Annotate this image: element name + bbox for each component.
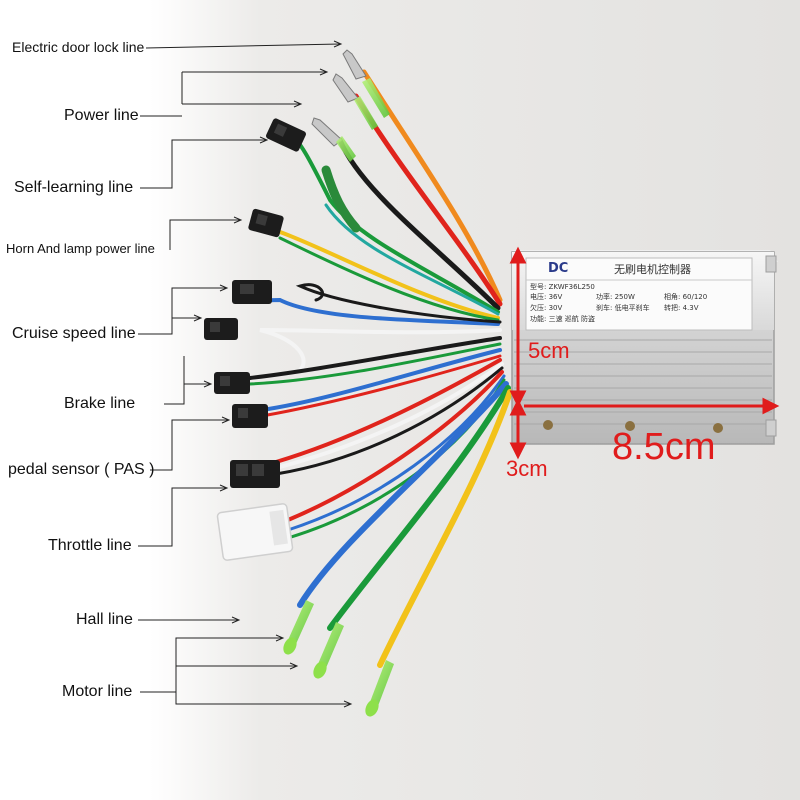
- hall-connector: [216, 503, 294, 561]
- self-learning-leader: [140, 139, 266, 189]
- throttle-wire-red: [274, 358, 502, 464]
- door-lock-wire: [361, 69, 503, 303]
- power-terminal-red: [332, 73, 378, 130]
- connectors: [204, 49, 394, 717]
- nameplate-voltage: 电压: 36V: [530, 293, 563, 301]
- throttle-wire-black: [274, 366, 504, 476]
- hall-connector-wire-blue: [286, 374, 506, 532]
- cruise-leader: [138, 287, 226, 335]
- screw: [713, 423, 723, 433]
- horn-wire-yellow: [278, 230, 500, 320]
- motor-wire-yellow: [377, 389, 513, 668]
- motor-wire-green: [327, 385, 511, 631]
- horn-lamp-connector: [248, 208, 284, 238]
- pas-wire-blue: [260, 348, 502, 412]
- label-throttle-line: Throttle line: [48, 537, 132, 554]
- label-pas-line: pedal sensor ( PAS ): [8, 461, 155, 478]
- label-horn-lamp-line: Horn And lamp power line: [6, 241, 155, 256]
- motor-terminal-blue: [283, 600, 314, 655]
- horn-lamp-leader: [169, 219, 240, 250]
- throttle-connector: [230, 460, 280, 488]
- motor-terminal-green: [313, 622, 344, 679]
- cruise-connector: [204, 280, 272, 340]
- pas-connector: [232, 404, 268, 428]
- motor-leader: [140, 637, 350, 705]
- label-motor-line: Motor line: [62, 683, 133, 700]
- dimension-arrows: [509, 246, 780, 460]
- label-door-lock-line: Electric door lock line: [12, 39, 145, 55]
- self-learning-wire-green: [283, 126, 500, 314]
- nameplate-power: 功率: 250W: [596, 293, 635, 301]
- throttle-wire-white: [274, 362, 504, 470]
- label-hall-line: Hall line: [76, 611, 133, 628]
- cruise-wire-black: [295, 283, 502, 324]
- door-lock-terminal: [342, 49, 390, 118]
- wire-harness: [241, 69, 513, 668]
- label-brake-line: Brake line: [64, 395, 136, 412]
- nameplate-title: 无刷电机控制器: [614, 263, 691, 276]
- controller-box: [511, 250, 778, 445]
- pas-leader: [150, 419, 228, 471]
- nameplate-brake: 刹车: 低电平刹车: [596, 304, 650, 312]
- nameplate-logo: DC: [548, 261, 569, 276]
- dimension-height: 5cm: [528, 338, 570, 363]
- screw: [625, 421, 635, 431]
- power-wire-black: [337, 137, 501, 311]
- throttle-leader: [138, 487, 226, 547]
- motor-wire-blue: [297, 381, 509, 608]
- brake-connector: [214, 372, 250, 394]
- label-power-line: Power line: [64, 107, 139, 124]
- self-learning-wire-teal: [324, 203, 500, 316]
- dimension-depth: 3cm: [506, 456, 548, 481]
- brake-leader: [164, 356, 210, 405]
- dimension-length: 8.5cm: [612, 426, 716, 468]
- brake-wire-black: [248, 336, 502, 380]
- self-learning-connector: [266, 118, 306, 152]
- nameplate-undervoltage: 欠压: 30V: [530, 304, 563, 312]
- power-leader: [140, 71, 326, 117]
- door-lock-arrow: [333, 40, 343, 48]
- self-learning-sleeve: [321, 165, 361, 233]
- nameplate-function: 功能: 三速 巡航 防盗: [530, 315, 596, 323]
- leader-lines: [138, 40, 353, 708]
- nameplate-panel: [525, 257, 753, 331]
- horn-wire-green: [278, 236, 500, 322]
- pas-wire-red: [260, 354, 502, 418]
- white-loop-wire: [259, 328, 502, 372]
- nameplate-throttle: 转把: 4.3V: [664, 304, 699, 312]
- label-self-learning-line: Self-learning line: [14, 179, 134, 196]
- hall-connector-wire-red: [286, 370, 504, 522]
- brake-wire-green: [248, 342, 502, 386]
- power-terminal-black: [311, 117, 356, 162]
- screw: [543, 420, 553, 430]
- nameplate-phase: 相角: 60/120: [664, 293, 708, 301]
- nameplate-model: 型号: ZKWF36L250: [530, 283, 595, 291]
- motor-terminal-yellow: [365, 660, 394, 717]
- label-cruise-speed-line: Cruise speed line: [12, 325, 136, 342]
- door-lock-leader: [145, 43, 341, 49]
